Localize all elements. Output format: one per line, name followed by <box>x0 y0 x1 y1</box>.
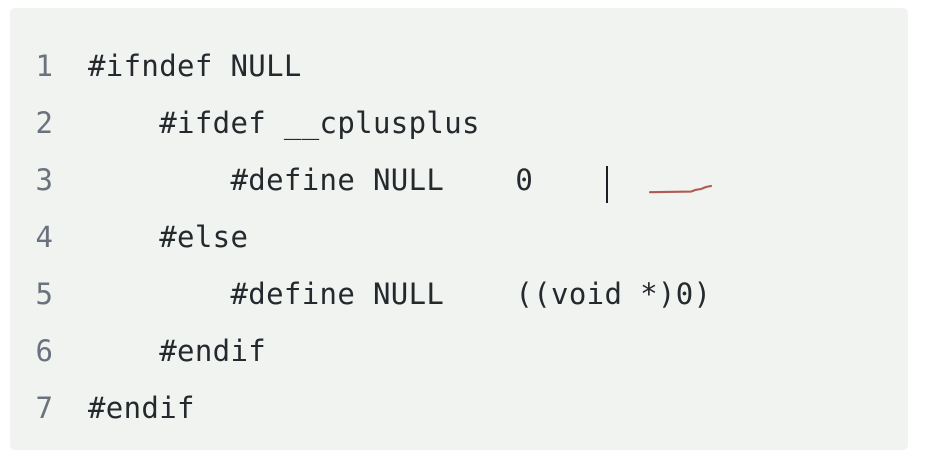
line-code[interactable]: #define NULL ((void *)0) <box>88 277 712 311</box>
text-cursor-caret <box>606 166 608 203</box>
code-line-row[interactable]: 6 #endif <box>10 323 908 380</box>
line-number: 1 <box>35 49 53 83</box>
code-line-row[interactable]: 5 #define NULL ((void *)0) <box>10 266 908 323</box>
code-line-list: 1 #ifndef NULL 2 #ifdef __cplusplus 3 #d… <box>10 38 908 437</box>
line-number: 2 <box>35 106 53 140</box>
line-number: 6 <box>35 334 53 368</box>
line-code[interactable]: #ifndef NULL <box>88 49 302 83</box>
code-block[interactable]: 1 #ifndef NULL 2 #ifdef __cplusplus 3 #d… <box>10 8 908 450</box>
line-code[interactable]: #define NULL 0 <box>88 163 534 197</box>
code-line-row[interactable]: 7 #endif <box>10 380 908 437</box>
line-code[interactable]: #else <box>88 220 249 254</box>
line-code[interactable]: #endif <box>88 391 195 425</box>
line-code[interactable]: #endif <box>88 334 267 368</box>
line-number: 7 <box>35 391 53 425</box>
code-line-row[interactable]: 1 #ifndef NULL <box>10 38 908 95</box>
code-line-row[interactable]: 4 #else <box>10 209 908 266</box>
line-code[interactable]: #ifdef __cplusplus <box>88 106 480 140</box>
code-line-row[interactable]: 2 #ifdef __cplusplus <box>10 95 908 152</box>
line-number: 3 <box>35 163 53 197</box>
line-number: 5 <box>35 277 53 311</box>
code-line-row[interactable]: 3 #define NULL 0 <box>10 152 908 209</box>
line-number: 4 <box>35 220 53 254</box>
